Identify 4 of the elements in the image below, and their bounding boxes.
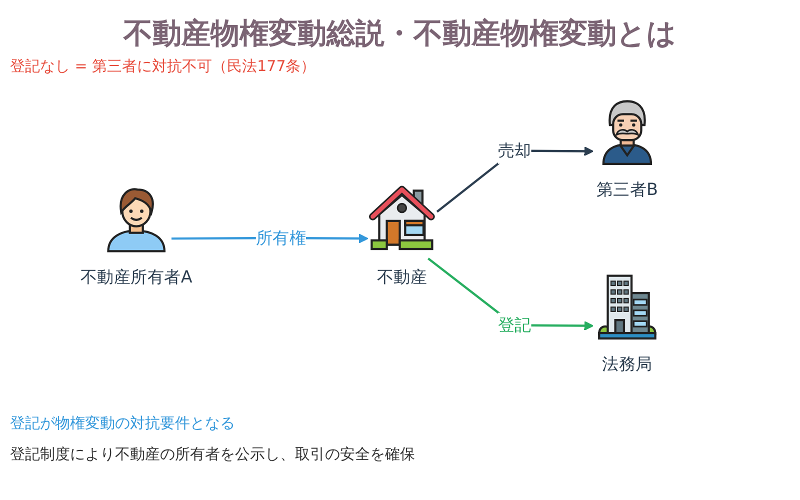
key-point-note: 登記が物権変動の対抗要件となる — [10, 415, 235, 432]
description-note: 登記制度により不動産の所有者を公示し、取引の安全を確保 — [10, 446, 415, 463]
title: 不動産物権変動総説・不動産物権変動とは — [124, 16, 676, 50]
warning-note: 登記なし = 第三者に対抗不可（民法177条） — [10, 58, 316, 75]
